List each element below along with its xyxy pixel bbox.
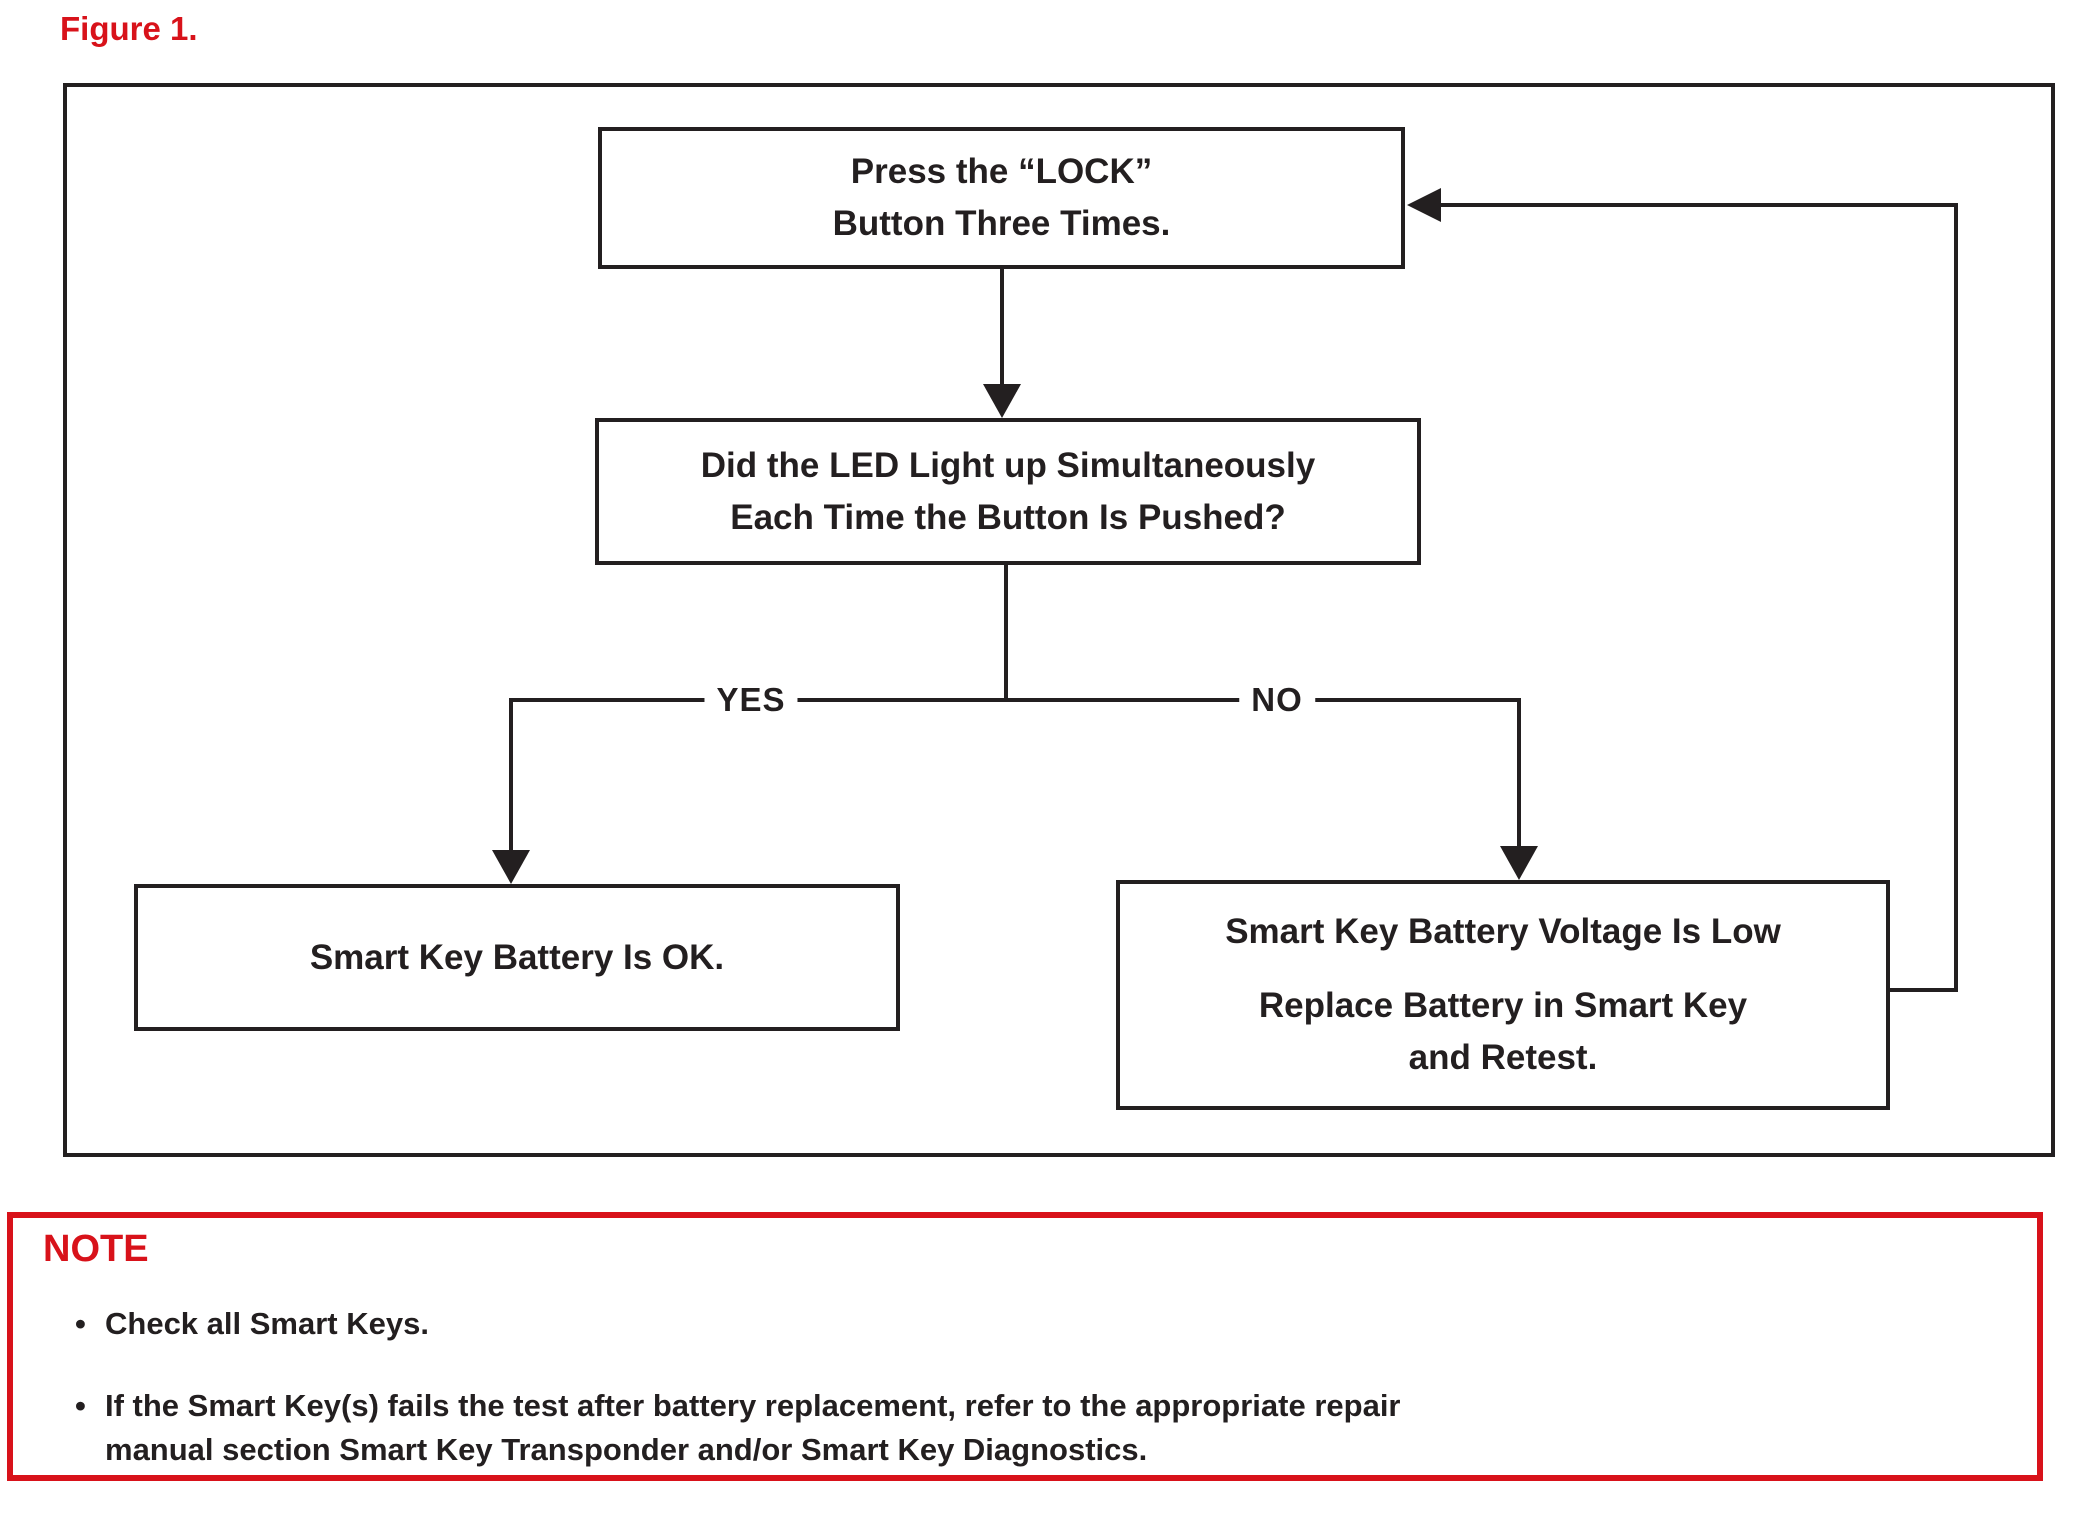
connector-retest-loop-top [1441,203,1958,207]
note-bullet-2-text: If the Smart Key(s) fails the test after… [105,1384,2007,1472]
battery-ok-line-1: Smart Key Battery Is OK. [309,937,725,977]
arrowhead-down-icon [1500,846,1538,880]
figure-label: Figure 1. [60,10,198,47]
flowchart-box-press-lock: Press the “LOCK” Button Three Times. [598,127,1405,269]
connector-no-branch [1517,698,1521,848]
note-title: NOTE [43,1228,149,1270]
note-bullet-1: • Check all Smart Keys. [43,1302,2007,1346]
flowchart-box-battery-ok: Smart Key Battery Is OK. [134,884,900,1031]
note-bullet-2: • If the Smart Key(s) fails the test aft… [43,1384,2007,1472]
arrowhead-down-icon [492,850,530,884]
connector-retest-loop-vertical [1954,203,1958,992]
arrowhead-left-icon [1407,188,1441,222]
note-bullet-2-line-1: If the Smart Key(s) fails the test after… [105,1388,1401,1423]
bullet-dot-icon: • [75,1306,86,1341]
note-bullet-2-line-2: manual section Smart Key Transponder and… [105,1432,1148,1467]
connector-branch-line [511,698,1521,702]
flowchart-box-battery-low: Smart Key Battery Voltage Is Low Replace… [1116,880,1890,1110]
connector-yes-branch [509,698,513,852]
battery-low-line-2: Replace Battery in Smart Key [1258,986,1748,1025]
arrowhead-down-icon [983,384,1021,418]
battery-low-line-1: Smart Key Battery Voltage Is Low [1225,912,1781,951]
decision-line-1: Did the LED Light up Simultaneously [700,445,1316,485]
branch-label-yes: YES [704,681,798,719]
press-lock-line-2: Button Three Times. [832,204,1171,243]
connector-press-to-decision [1000,267,1004,387]
connector-retest-loop-stub [1888,988,1958,992]
press-lock-line-1: Press the “LOCK” [850,152,1153,191]
decision-line-2: Each Time the Button Is Pushed? [730,497,1286,537]
bullet-dot-icon: • [75,1388,86,1423]
battery-low-replace: Replace Battery in Smart Key and Retest. [1259,980,1747,1084]
note-bullet-1-line-1: Check all Smart Keys. [105,1306,429,1341]
branch-label-no: NO [1239,681,1315,719]
note-callout: NOTE • Check all Smart Keys. • If the Sm… [7,1212,2043,1481]
connector-decision-stem [1004,563,1008,700]
note-bullet-list: • Check all Smart Keys. • If the Smart K… [43,1302,2007,1472]
battery-low-line-3: and Retest. [1408,1038,1598,1077]
note-bullet-1-text: Check all Smart Keys. [105,1302,2007,1346]
flowchart-box-led-decision: Did the LED Light up Simultaneously Each… [595,418,1421,565]
